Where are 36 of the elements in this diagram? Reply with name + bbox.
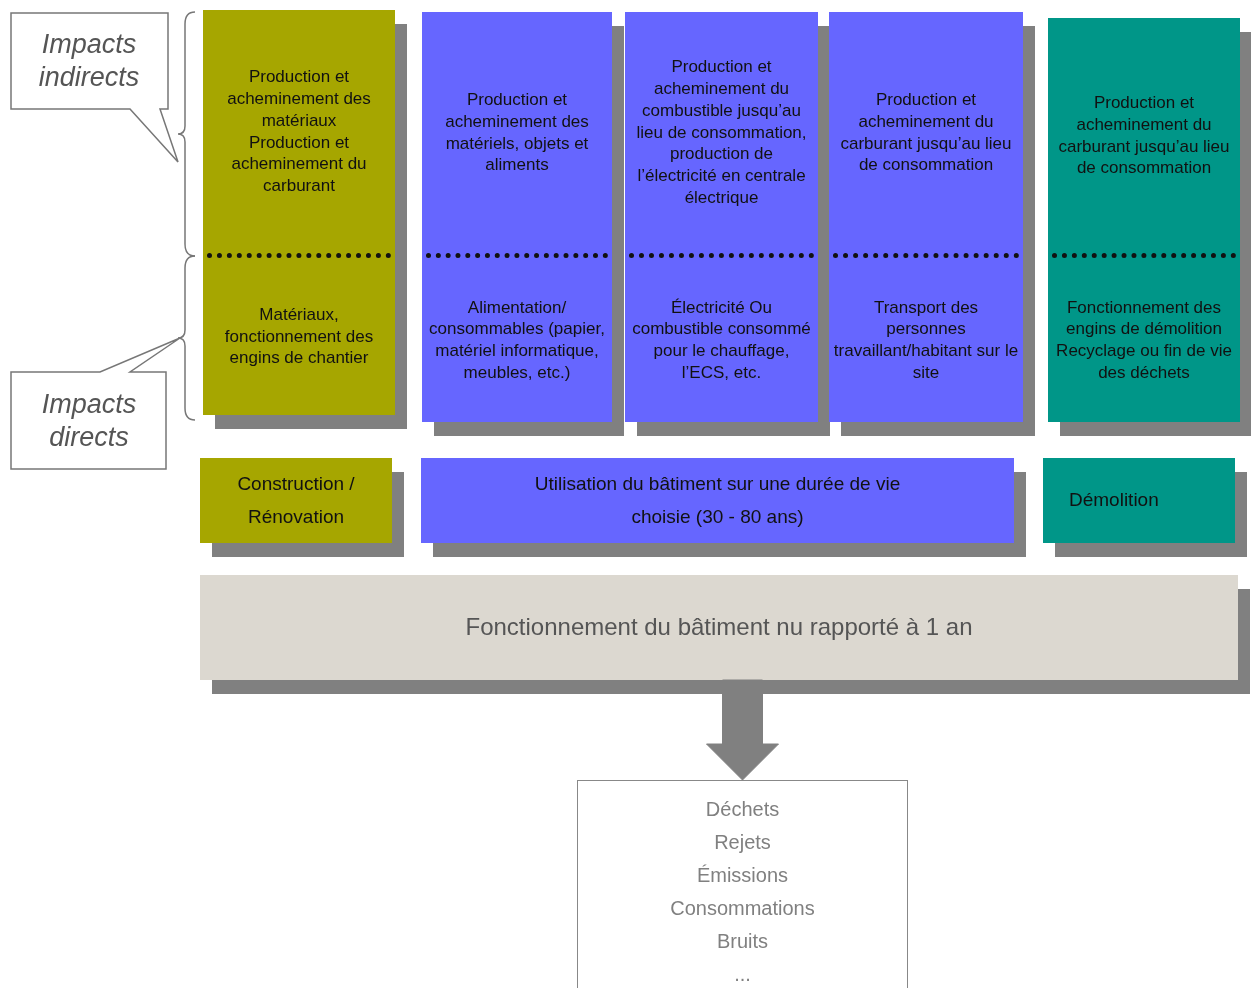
output-item: ... (733, 962, 752, 987)
callout-text: Impacts indirects (37, 28, 141, 93)
impact-column (1048, 18, 1240, 422)
phase-label: Construction / Rénovation (236, 472, 356, 529)
upstream-text: Production et acheminement du combustible jusqu’au lieu de consommation, production de l’électricité en centrale électrique (635, 56, 808, 209)
output-item: Bruits (715, 929, 770, 954)
impact-column (625, 12, 818, 422)
impact-column (203, 10, 395, 415)
upstream-text: Production et acheminement des matériels, objets et aliments (444, 89, 590, 176)
impact-column (422, 12, 612, 422)
phase-box (200, 458, 392, 543)
phase-label: Fonctionnement du bâtiment nu rapporté à 1 an (465, 612, 973, 643)
output-item: Émissions (695, 863, 790, 888)
direct-impact-text: Matériaux, fonctionnement des engins de chantier (223, 303, 375, 370)
phase-label: Démolition (1069, 488, 1159, 513)
output-item: Consommations (669, 896, 816, 921)
upstream-text: Production et acheminement du carburant (230, 131, 368, 197)
phase-box (421, 458, 1014, 543)
direct-impact-text: Fonctionnement des engins de démolition Recyclage ou fin de vie des déchets (1055, 296, 1233, 384)
callout-text: Impacts directs (40, 388, 138, 453)
direct-impact-text: Électricité Ou combustible consommé pour le chauffage, l’ECS, etc. (631, 296, 812, 384)
upstream-text: Production et acheminement du carburant jusqu’au lieu de consommation (839, 89, 1013, 176)
upstream-text: Production et acheminement du carburant jusqu’au lieu de consommation (1057, 92, 1231, 179)
direct-impact-text: Alimentation/ consommables (papier, matériel informatique, meubles, etc.) (428, 296, 606, 384)
phase-label: Utilisation du bâtiment sur une durée de vie choisie (30 - 80 ans) (533, 472, 902, 529)
upstream-text: Production et acheminement des matériaux (226, 66, 372, 132)
callout-bubble (10, 336, 182, 470)
direct-impact-text: Transport des personnes travaillant/habitant sur le site (833, 296, 1019, 384)
phase-box (1043, 458, 1235, 543)
callout-bubble (10, 12, 182, 164)
output-item: Déchets (704, 797, 781, 822)
impact-column (829, 12, 1023, 422)
phase-box (200, 575, 1238, 680)
output-item: Rejets (713, 830, 772, 855)
block-arrow (706, 679, 779, 781)
output-box (577, 780, 908, 988)
